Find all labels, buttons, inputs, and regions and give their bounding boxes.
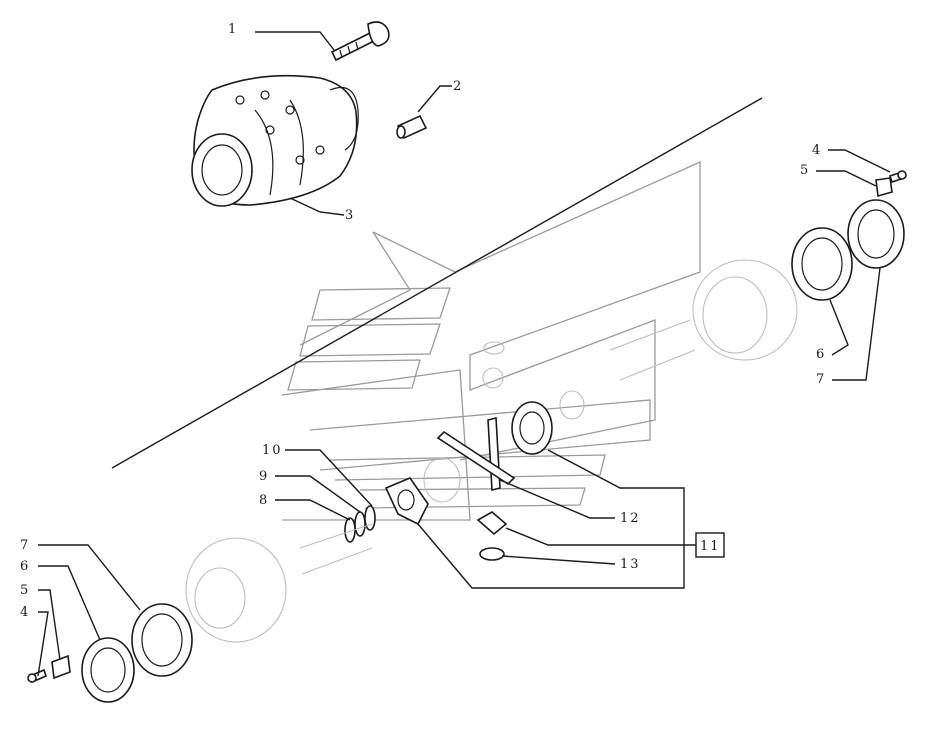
bearing-cup-part-7-left <box>131 603 193 677</box>
callout-label-13: 13 <box>620 557 641 572</box>
pin-part-2 <box>396 114 428 140</box>
callout-label-12: 12 <box>620 511 641 526</box>
side-gear-part-12 <box>511 401 553 455</box>
callout-label-5-left: 5 <box>20 583 30 598</box>
callout-label-11: 11 <box>700 539 721 554</box>
callout-label-4-left: 4 <box>20 605 30 620</box>
pinion-gear-center <box>423 341 585 503</box>
callout-box-11 <box>695 532 725 558</box>
ghost-housing-left <box>185 523 373 643</box>
callout-label-9: 9 <box>259 469 269 484</box>
callout-label-7-right: 7 <box>816 372 826 387</box>
differential-housing-part-3 <box>191 74 359 207</box>
callout-label-7-left: 7 <box>20 538 30 553</box>
planet-pinion-part-13 <box>476 511 508 561</box>
ring-part-10 <box>364 505 376 531</box>
callout-label-1: 1 <box>228 22 238 37</box>
callout-label-8: 8 <box>259 493 269 508</box>
bolt-part-4-left <box>27 668 47 684</box>
callout-label-10: 10 <box>262 443 283 458</box>
bearing-cone-part-6-right <box>791 227 853 301</box>
lock-plate-part-5-left <box>51 654 71 680</box>
bearing-cone-part-6-left <box>81 637 135 703</box>
separator-line <box>111 97 763 469</box>
lock-plate-part-5-right <box>875 177 893 198</box>
callout-label-6-left: 6 <box>20 559 30 574</box>
thrust-washer <box>384 477 429 526</box>
callout-label-3: 3 <box>345 208 355 223</box>
callout-label-6-right: 6 <box>816 347 826 362</box>
ghost-housing-right <box>609 259 798 381</box>
bolt-part-1 <box>330 21 390 62</box>
bolt-part-4-right <box>888 170 907 184</box>
ring-part-9 <box>354 511 366 537</box>
cross-shaft <box>436 416 516 492</box>
callout-label-2: 2 <box>453 79 463 94</box>
callout-label-5-right: 5 <box>800 163 810 178</box>
callout-label-4-right: 4 <box>812 143 822 158</box>
bearing-cup-part-7-right <box>847 199 905 269</box>
